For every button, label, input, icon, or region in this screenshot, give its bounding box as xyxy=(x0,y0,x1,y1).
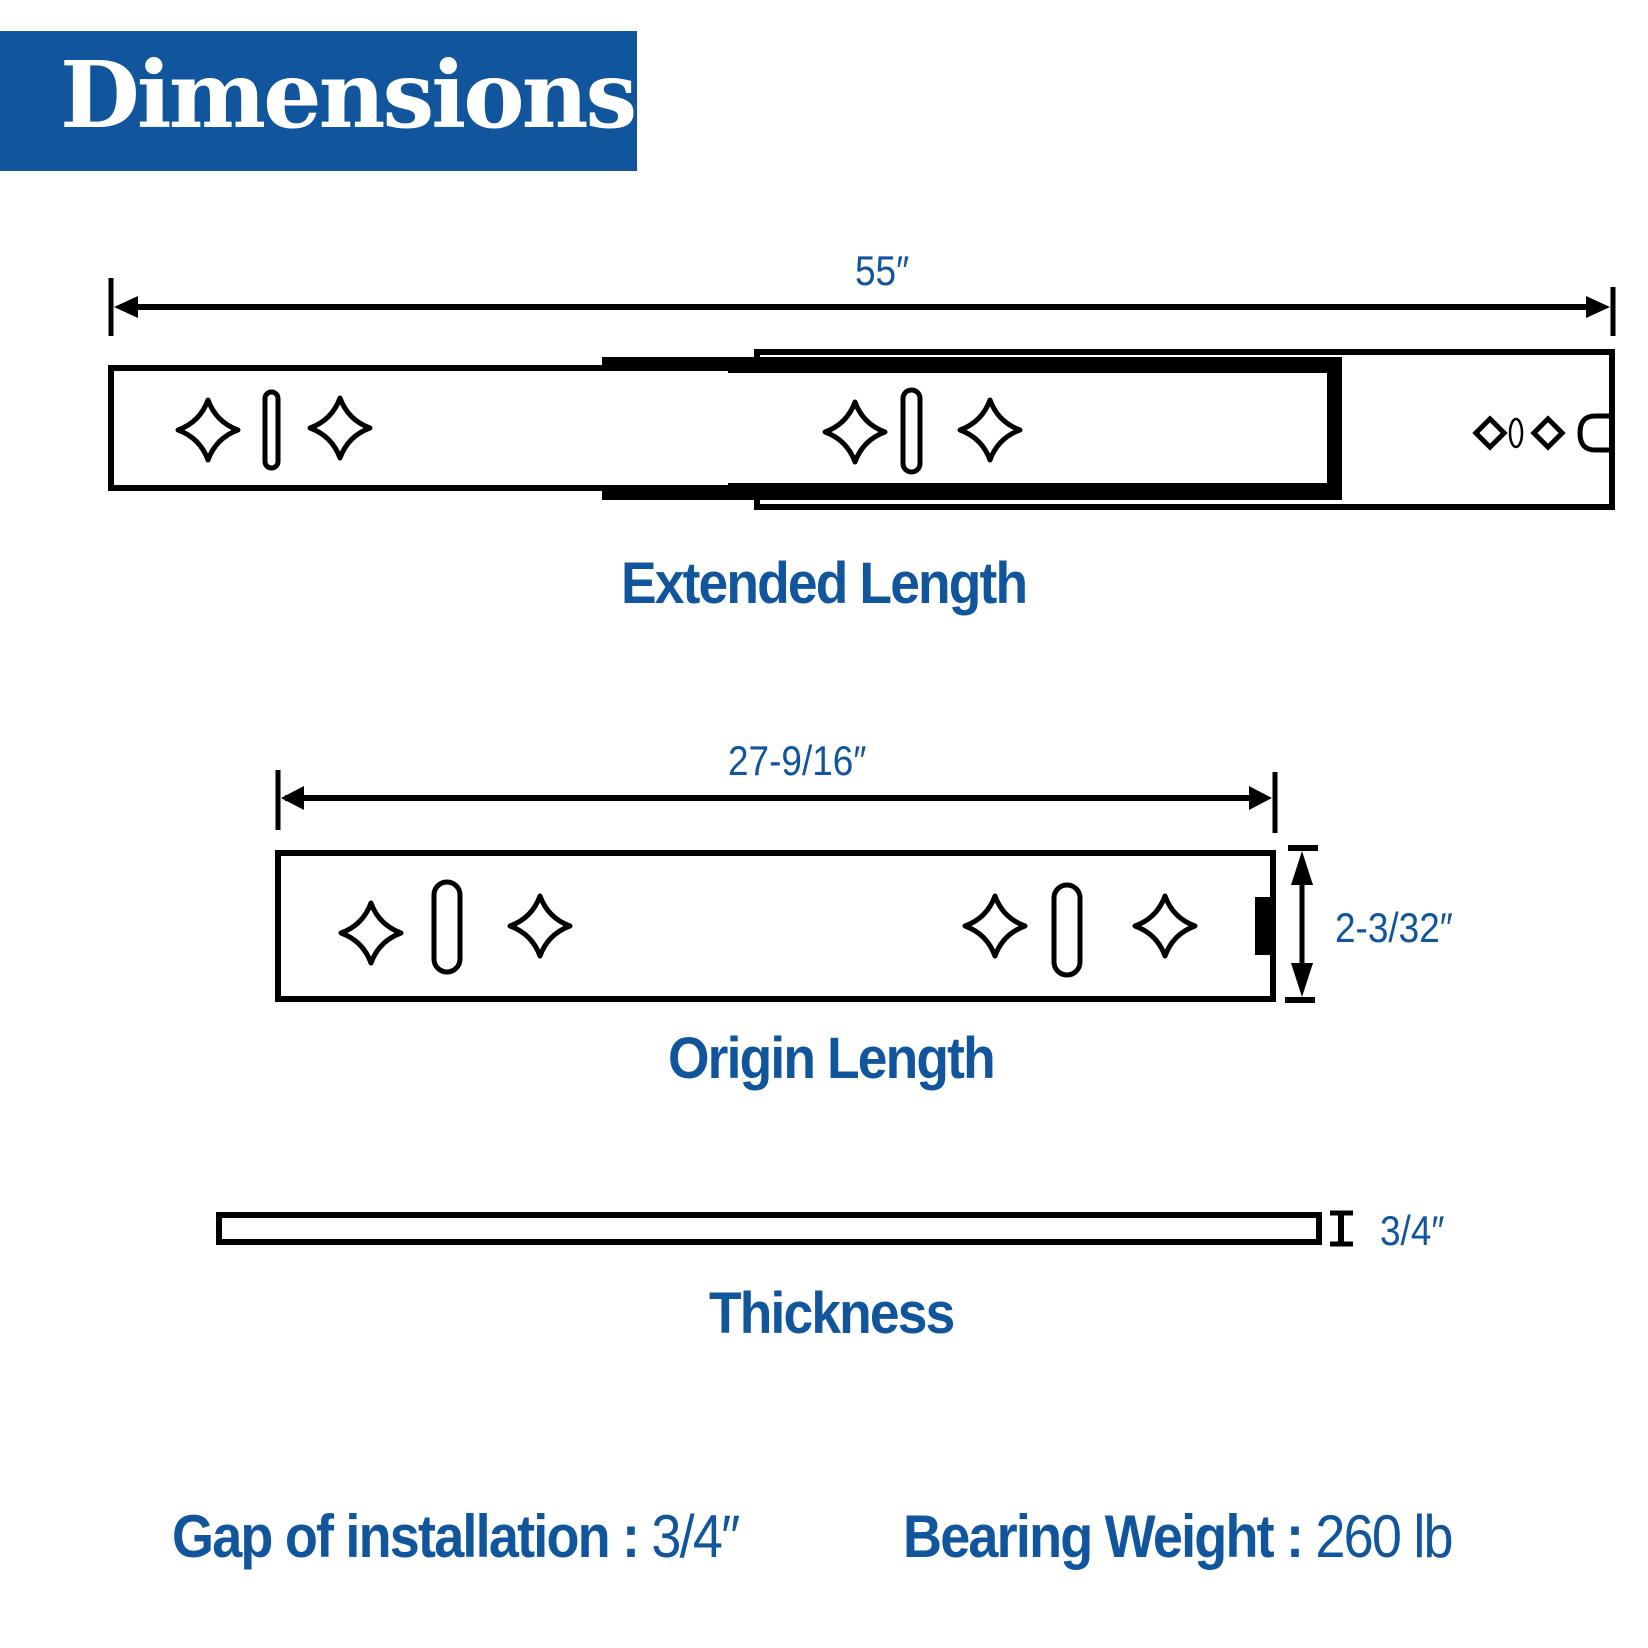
spec-value: 260 lb xyxy=(1315,1503,1453,1570)
spec-label: Gap of installation : xyxy=(172,1503,640,1570)
spec-gap-of-installation: Gap of installation : 3/4″ xyxy=(172,1507,740,1567)
slot-hole-icon xyxy=(262,389,281,471)
origin-height-value: 2-3/32″ xyxy=(1335,904,1453,951)
thickness-dimension-icon xyxy=(1330,1210,1353,1247)
extended-slide-drawing xyxy=(108,349,1615,510)
page-title: Dimensions xyxy=(60,41,637,149)
height-dimension-arrow-icon xyxy=(1285,845,1318,1003)
extended-dimension-arrow-icon xyxy=(108,278,1616,336)
origin-slide-drawing xyxy=(275,850,1276,1002)
thickness-drawing xyxy=(216,1212,1322,1245)
slot-hole-icon xyxy=(431,879,463,975)
spec-bearing-weight: Bearing Weight : 260 lb xyxy=(903,1507,1454,1567)
u-notch-icon xyxy=(1577,413,1610,453)
spec-label: Bearing Weight : xyxy=(903,1503,1304,1570)
slot-hole-icon xyxy=(1051,882,1083,978)
origin-length-caption: Origin Length xyxy=(668,1026,996,1091)
diamond-hole-icon xyxy=(1472,415,1508,451)
thickness-value: 3/4″ xyxy=(1380,1207,1445,1254)
extended-length-value: 55″ xyxy=(855,247,910,294)
spec-value: 3/4″ xyxy=(651,1503,740,1570)
oval-hole-icon xyxy=(1508,417,1524,449)
extended-length-caption: Extended Length xyxy=(621,551,1028,616)
slot-hole-icon xyxy=(900,387,923,475)
thickness-caption: Thickness xyxy=(709,1281,955,1346)
diamond-hole-icon xyxy=(1530,415,1566,451)
origin-dimension-arrow-icon xyxy=(275,770,1278,833)
title-banner: Dimensions xyxy=(0,31,637,171)
origin-length-value: 27-9/16″ xyxy=(728,737,867,784)
